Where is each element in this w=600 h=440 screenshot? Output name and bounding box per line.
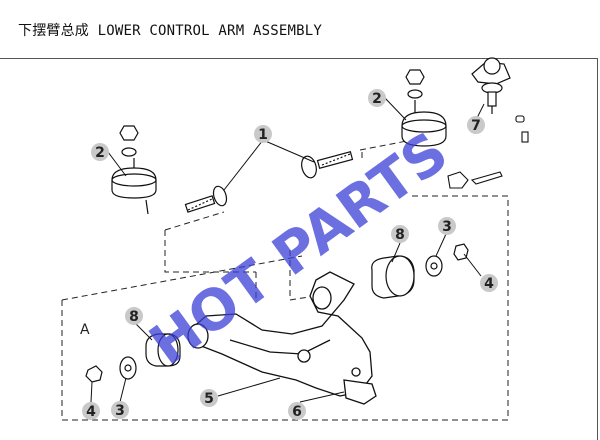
callout-2-left-label: 2 — [95, 145, 105, 161]
bushing-stack-left — [111, 125, 157, 215]
ball-joint-hardware — [447, 115, 529, 189]
callout-2-left: 2 — [91, 143, 109, 161]
bushing-left — [85, 333, 181, 383]
bushing-stack-right — [401, 69, 447, 147]
page-frame — [0, 58, 598, 440]
callout-8-left: 8 — [125, 307, 143, 325]
callout-1: 1 — [254, 125, 272, 143]
callout-4-right-label: 4 — [484, 276, 494, 292]
callout-3-right-label: 3 — [442, 219, 452, 235]
callout-3-right: 3 — [438, 217, 456, 235]
bolt-right — [301, 151, 354, 179]
callout-6: 6 — [288, 402, 306, 420]
callout-3-left-label: 3 — [115, 403, 125, 419]
diagram-title: 下摆臂总成 LOWER CONTROL ARM ASSEMBLY — [18, 23, 322, 39]
callout-4-left: 4 — [82, 402, 100, 420]
callout-6-label: 6 — [292, 404, 302, 420]
callout-4-left-label: 4 — [86, 404, 96, 420]
control-arm — [187, 271, 377, 405]
bolt-left — [184, 185, 228, 213]
callout-7-label: 7 — [471, 118, 481, 134]
callout-4-right: 4 — [480, 274, 498, 292]
callout-2-right: 2 — [368, 89, 386, 107]
leader-lines — [90, 97, 485, 403]
callout-8-left-label: 8 — [129, 309, 139, 325]
callout-5-label: 5 — [204, 391, 214, 407]
callout-8-right-label: 8 — [395, 227, 405, 243]
callout-3-left: 3 — [111, 401, 129, 419]
callout-5: 5 — [200, 389, 218, 407]
bushing-right — [371, 243, 469, 299]
sub-assembly-label: A — [80, 322, 90, 338]
callouts: 1 2 2 7 8 3 4 8 4 3 5 6 — [82, 89, 498, 420]
callout-1-label: 1 — [258, 127, 268, 143]
ball-joint — [471, 57, 511, 114]
callout-7: 7 — [467, 116, 485, 134]
callout-8-right: 8 — [391, 225, 409, 243]
callout-2-right-label: 2 — [372, 91, 382, 107]
